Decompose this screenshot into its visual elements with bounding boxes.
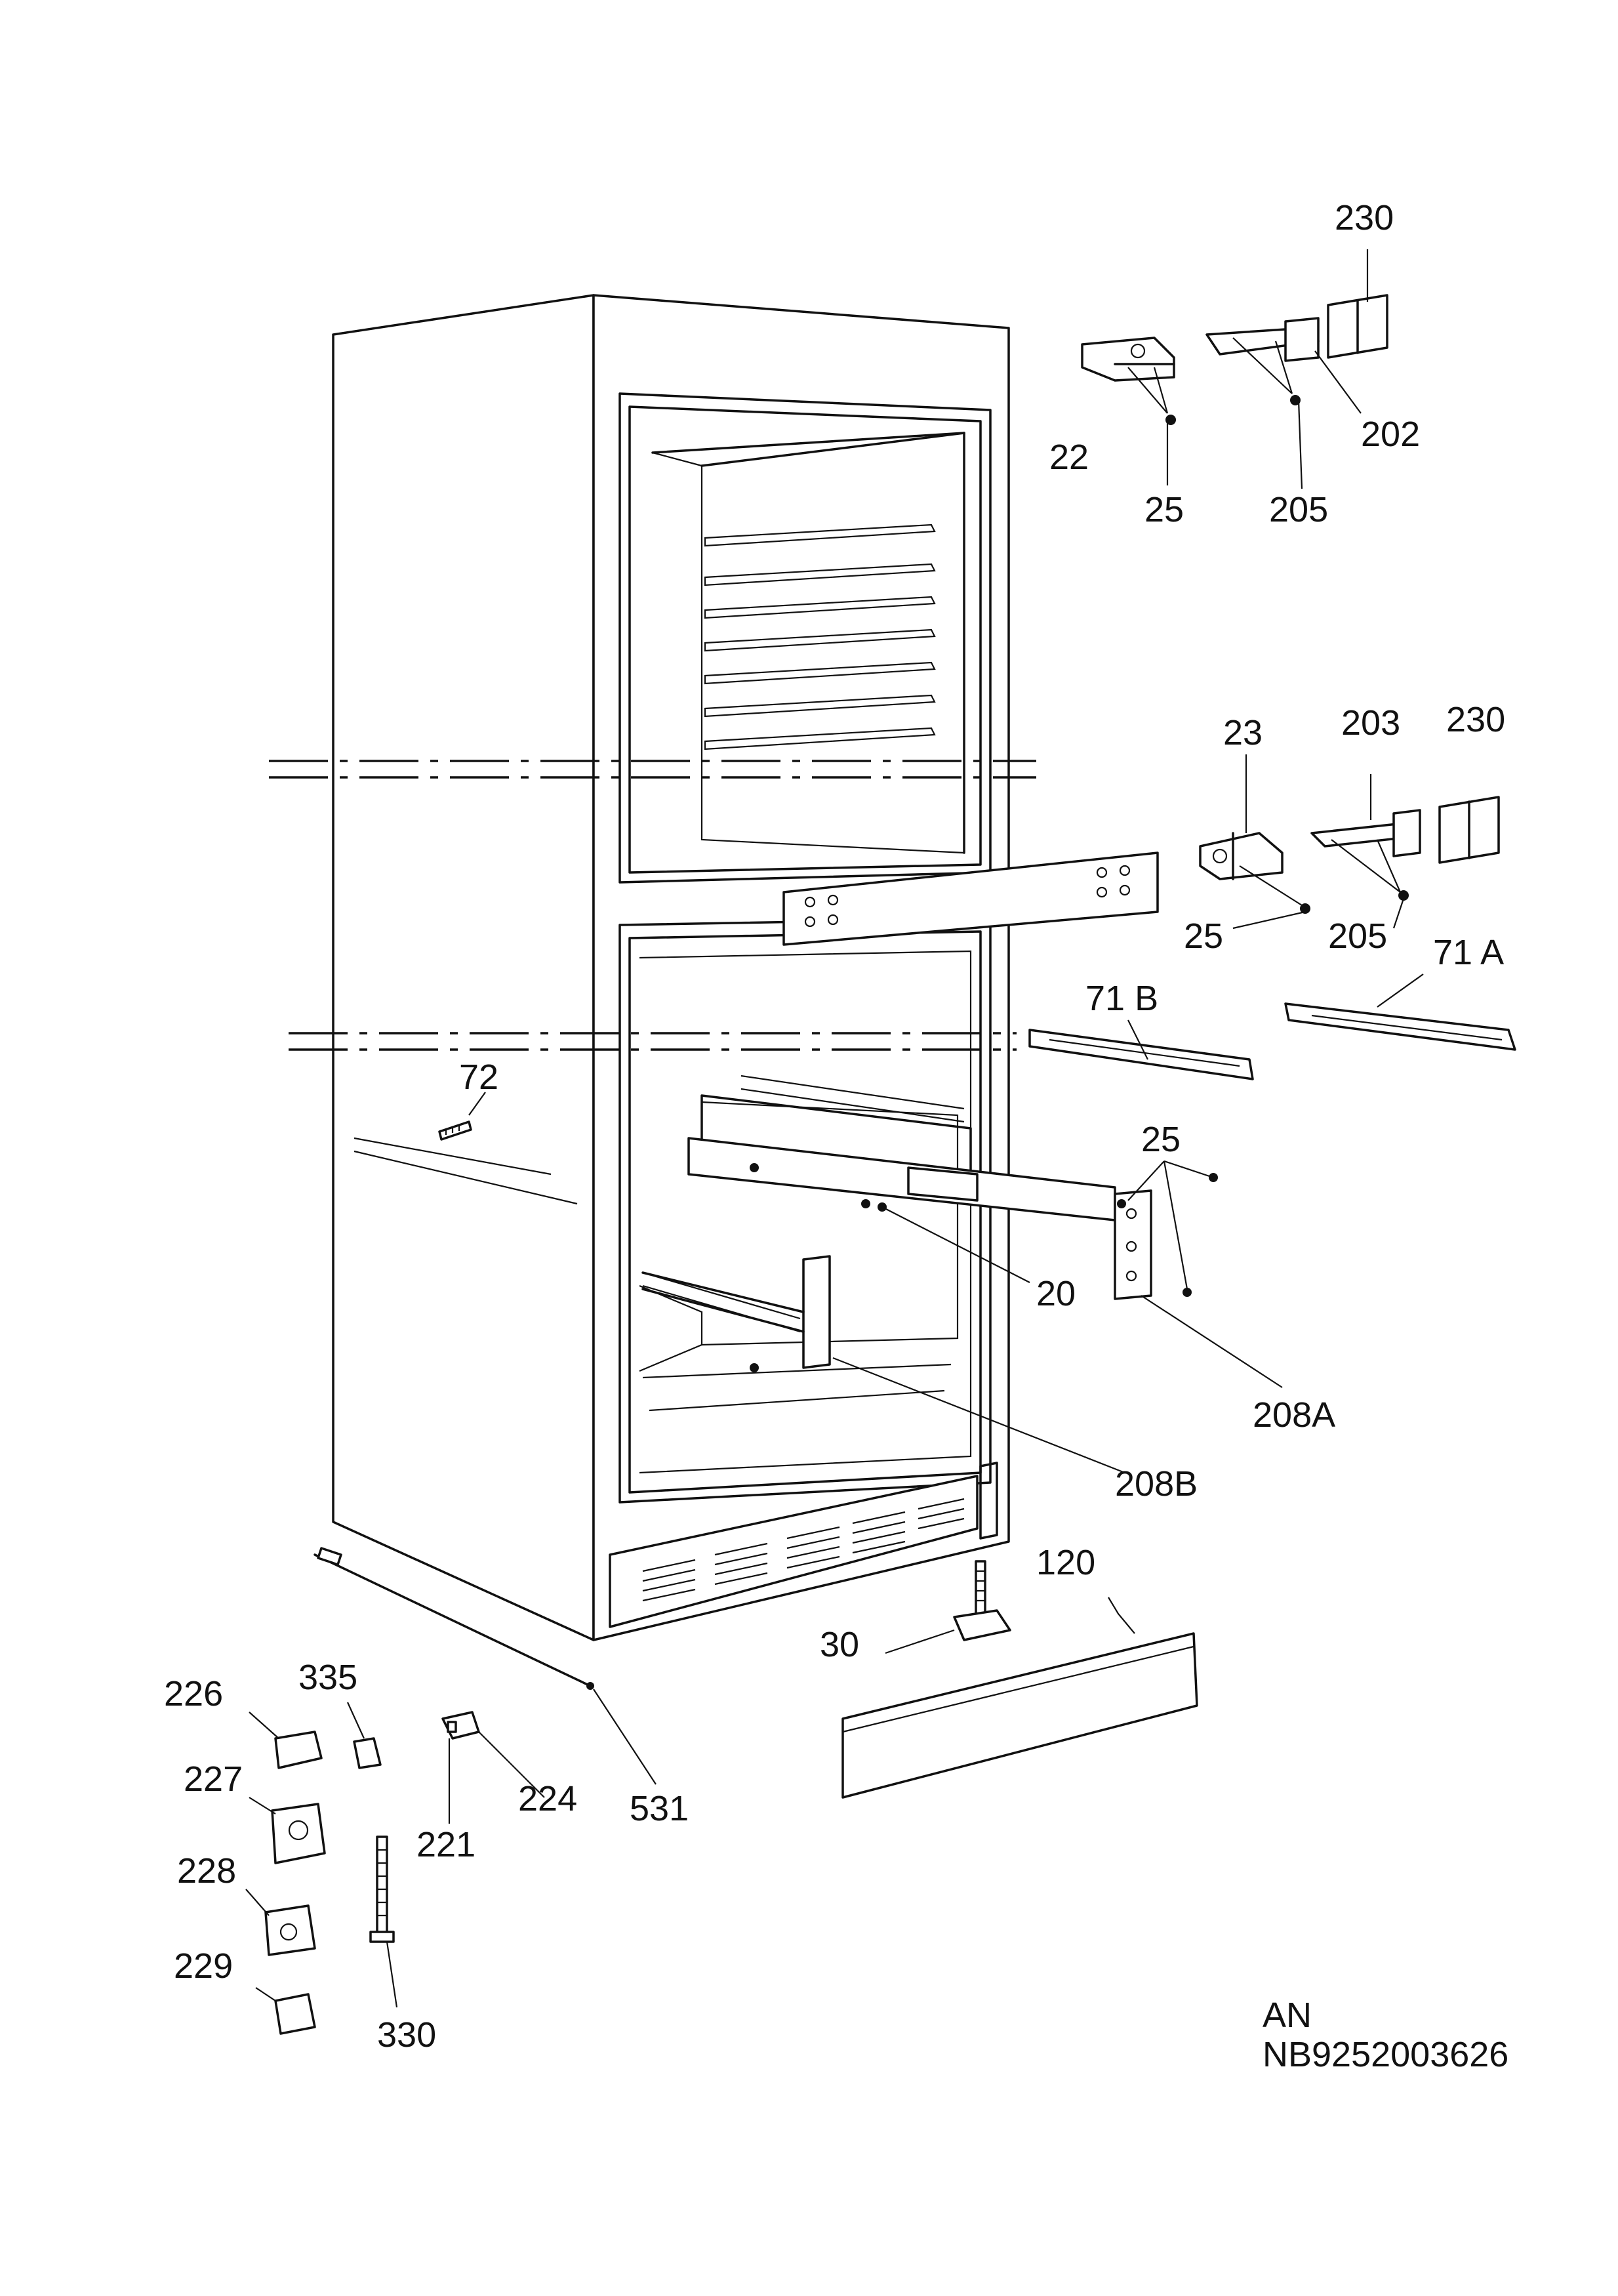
label-230-middle: 230 (1446, 700, 1505, 739)
label-330: 330 (377, 2015, 436, 2055)
bracket-208a (1114, 1189, 1152, 1300)
bolt-72 (438, 1120, 472, 1141)
upper-hinge-22 (1081, 337, 1175, 382)
label-72: 72 (459, 1057, 498, 1097)
middle-hinge-23 (1199, 832, 1284, 880)
label-230-upper: 230 (1335, 198, 1394, 237)
label-205-middle: 205 (1328, 916, 1387, 956)
footer-drawing-number: NB9252003626 (1263, 2035, 1508, 2074)
label-229: 229 (174, 1946, 233, 1986)
label-71a: 71 A (1433, 933, 1504, 972)
label-224: 224 (518, 1779, 577, 1818)
label-25-middle: 25 (1184, 916, 1223, 956)
footer-language-code: AN (1263, 1996, 1312, 2035)
catch-226 (274, 1731, 323, 1769)
label-23: 23 (1223, 713, 1263, 752)
plinth-120 (841, 1632, 1198, 1799)
label-226: 226 (164, 1674, 223, 1713)
label-208b: 208B (1115, 1464, 1198, 1504)
label-22: 22 (1049, 438, 1089, 477)
upper-hinge-group (1081, 294, 1388, 425)
leader-lines (245, 249, 1424, 2008)
label-203: 203 (1341, 703, 1400, 743)
label-221: 221 (416, 1825, 475, 1864)
leveling-foot-30 (953, 1560, 1011, 1641)
cover-229 (274, 1993, 316, 2035)
bracket-208b (802, 1255, 831, 1369)
part-labels: 230 22 25 205 202 23 203 230 25 205 71 A… (164, 198, 1505, 2055)
label-120: 120 (1036, 1543, 1095, 1582)
label-30: 30 (820, 1625, 859, 1664)
label-202: 202 (1361, 415, 1420, 454)
drawing-reference: AN NB9252003626 (1263, 1996, 1508, 2074)
label-208a: 208A (1253, 1395, 1335, 1435)
label-20: 20 (1036, 1274, 1076, 1313)
bolt-330 (376, 1835, 388, 1937)
spring-335 (353, 1737, 382, 1769)
label-205-upper: 205 (1269, 490, 1328, 529)
holder-227 (271, 1803, 326, 1864)
rail-71b (1028, 1029, 1254, 1080)
cable-531 (313, 1547, 594, 1690)
small-parts (264, 1711, 480, 2035)
middle-hinge-group (1199, 796, 1500, 914)
screw-221 (447, 1721, 457, 1733)
holder-228 (264, 1904, 316, 1956)
label-71b: 71 B (1085, 979, 1158, 1018)
label-531: 531 (630, 1789, 689, 1828)
label-335: 335 (298, 1658, 357, 1697)
label-25-lower: 25 (1141, 1120, 1181, 1159)
label-228: 228 (177, 1851, 236, 1891)
cabinet (269, 294, 1159, 1641)
drawer-slide-assembly (641, 1137, 1218, 1372)
label-227: 227 (184, 1759, 243, 1799)
slide-rails (1028, 1002, 1516, 1080)
label-25-upper: 25 (1144, 490, 1184, 529)
